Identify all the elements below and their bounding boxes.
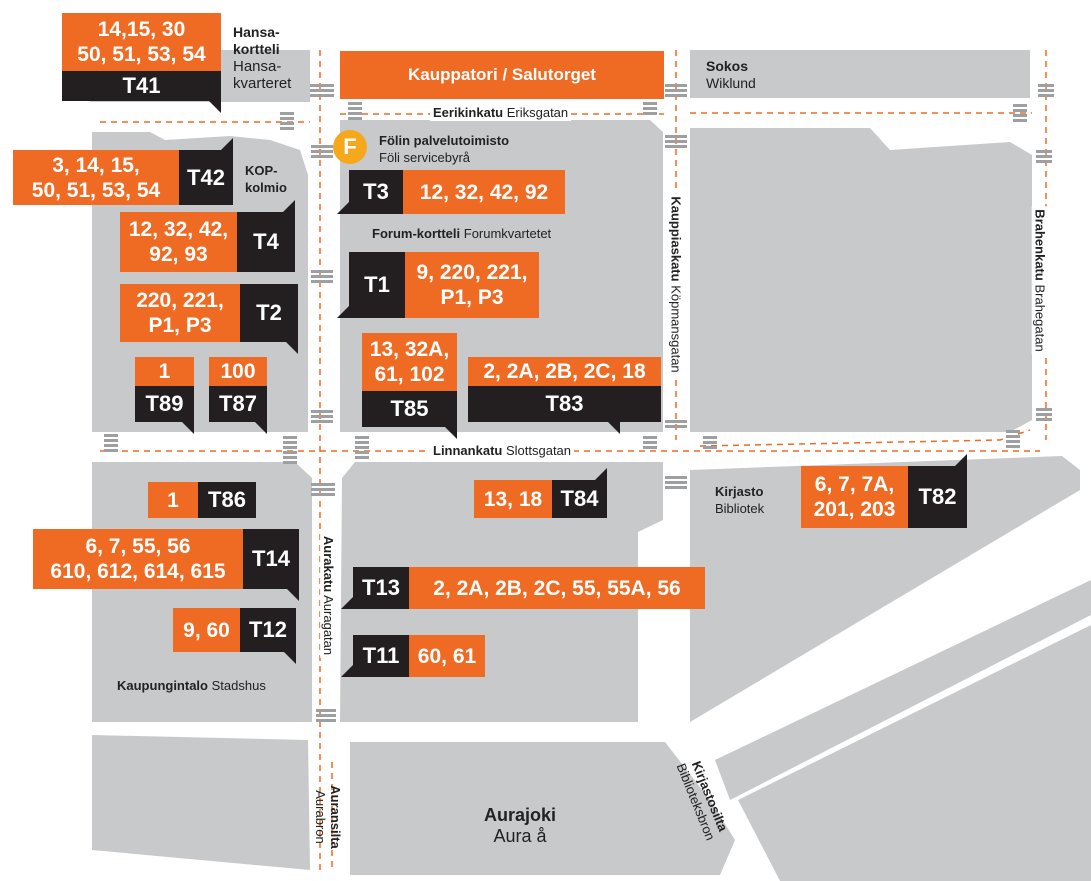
stop-T4-pointer [283,200,295,212]
stop-T13[interactable]: T13 2, 2A, 2B, 2C, 55, 55A, 56 [341,567,705,609]
stop-T85-pointer [445,427,457,439]
stop-T42-code: T42 [179,138,233,205]
stop-T42-routes: 3, 14, 15, 50, 51, 53, 54 [13,150,179,205]
stop-T85-code: T85 [362,391,457,427]
stop-T86-code: T86 [198,482,256,518]
street-aurakatu: Aurakatu Auragatan [320,532,338,659]
place-forum: Forum-kortteli Forumkvartetet [372,226,552,241]
block-riverbank-west [92,735,310,870]
stop-T4-code: T4 [237,200,295,272]
stop-T1-code: T1 [337,252,405,318]
stop-T89-routes: 1 [135,357,194,386]
street-kauppiaskatu: Kauppiaskatu Köpmansgatan [667,193,685,376]
block-sokos [690,50,1030,98]
stop-T13-routes: 2, 2A, 2B, 2C, 55, 55A, 56 [409,567,705,609]
stop-T83-pointer [608,422,620,434]
stop-T85-routes: 13, 32A, 61, 102 [362,333,457,391]
foli-logo-icon: F [333,130,367,164]
stop-T84-routes: 13, 18 [474,480,552,518]
stop-T12[interactable]: 9, 60 T12 [173,608,296,664]
stop-T2-pointer [286,342,298,354]
stop-T3-code: T3 [337,170,403,214]
place-sokos: Sokos Wiklund [706,58,756,91]
stop-T3[interactable]: T3 12, 32, 42, 92 [337,170,565,214]
market-square-banner: Kauppatori / Salutorget [340,51,664,99]
stop-T13-pointer [341,597,353,609]
stop-T41-code: T41 [62,71,221,101]
block-kirjasto-south [738,625,1091,881]
stop-T11[interactable]: T11 60, 61 [341,635,485,677]
place-kop-kolmio: KOP- kolmio [245,163,287,195]
stop-T11-pointer [341,665,353,677]
stop-T87-code: T87 [209,386,267,422]
stop-T83-code: T83 [468,386,661,422]
stop-T1[interactable]: T1 9, 220, 221, P1, P3 [337,252,539,318]
street-eerikinkatu: Eerikinkatu Eriksgatan [430,104,572,121]
stop-T14-pointer [287,589,299,601]
stop-T89-code: T89 [135,386,194,422]
stop-T87[interactable]: 100 T87 [209,357,267,434]
street-linnankatu: Linnankatu Slottsgatan [430,442,575,459]
stop-T14-code: T14 [243,529,299,601]
stop-T82-code: T82 [908,454,967,528]
block-riverbank-east [715,580,1091,800]
stop-T89[interactable]: 1 T89 [135,357,194,434]
stop-T4[interactable]: 12, 32, 42, 92, 93 T4 [120,200,295,272]
stop-T4-routes: 12, 32, 42, 92, 93 [120,212,237,272]
stop-T87-routes: 100 [209,357,267,386]
crosswalks [104,84,1054,722]
river-aurajoki: Aurajoki Aura å [483,805,557,846]
place-foli-office: Fölin palvelutoimisto Föli servicebyrå [379,133,510,165]
stop-T14-routes: 6, 7, 55, 56 610, 612, 614, 615 [33,529,243,589]
stop-T12-pointer [284,652,296,664]
block-riverbank-mid [350,742,735,875]
stop-T86-routes: 1 [148,482,198,518]
block-kaupungintalo [92,462,312,722]
street-auransilta: Auransilta Aurabron [312,785,343,849]
stop-T2-code: T2 [240,284,298,354]
stop-T11-routes: 60, 61 [409,635,485,677]
stop-T13-code: T13 [341,567,409,609]
stop-T41-pointer [209,101,221,113]
stop-T12-code: T12 [240,608,296,664]
stop-T41-routes: 14,15, 30 50, 51, 53, 54 [62,13,221,71]
stop-T12-routes: 9, 60 [173,608,240,652]
stop-T86[interactable]: 1 T86 [148,482,256,518]
stop-T42[interactable]: 3, 14, 15, 50, 51, 53, 54 T42 [13,138,233,205]
stop-T83[interactable]: 2, 2A, 2B, 2C, 18 T83 [468,357,661,434]
stop-T82-pointer [955,454,967,466]
stop-T2[interactable]: 220, 221, P1, P3 T2 [120,284,298,354]
street-brahenkatu: Brahenkatu Brahegatan [1031,206,1049,355]
stop-T84-code: T84 [552,468,607,518]
stop-T14[interactable]: 6, 7, 55, 56 610, 612, 614, 615 T14 [33,529,299,601]
block-kirjasto [690,456,1080,722]
block-east [690,128,1032,432]
stop-T84[interactable]: 13, 18 T84 [474,468,607,518]
stop-T89-pointer [182,422,194,434]
stop-T85[interactable]: 13, 32A, 61, 102 T85 [362,333,457,439]
stop-T3-pointer [337,202,349,214]
stop-T2-routes: 220, 221, P1, P3 [120,284,240,342]
stop-T41[interactable]: 14,15, 30 50, 51, 53, 54 T41 [62,13,221,113]
place-hansa: Hansa- kortteli Hansa- kvarteret [233,24,292,92]
stop-T11-code: T11 [341,635,409,677]
stop-T3-routes: 12, 32, 42, 92 [403,170,565,214]
place-kirjasto: Kirjasto Bibliotek [715,484,765,516]
stop-T82[interactable]: 6, 7, 7A, 201, 203 T82 [801,454,967,528]
place-kaupungintalo: Kaupungintalo Stadshus [117,678,266,693]
stop-T42-pointer [221,138,233,150]
stop-T87-pointer [255,422,267,434]
stop-T82-routes: 6, 7, 7A, 201, 203 [801,466,908,528]
stop-T84-pointer [595,468,607,480]
stop-T83-routes: 2, 2A, 2B, 2C, 18 [468,357,661,386]
stop-T1-pointer [337,306,349,318]
stop-T1-routes: 9, 220, 221, P1, P3 [405,252,539,318]
